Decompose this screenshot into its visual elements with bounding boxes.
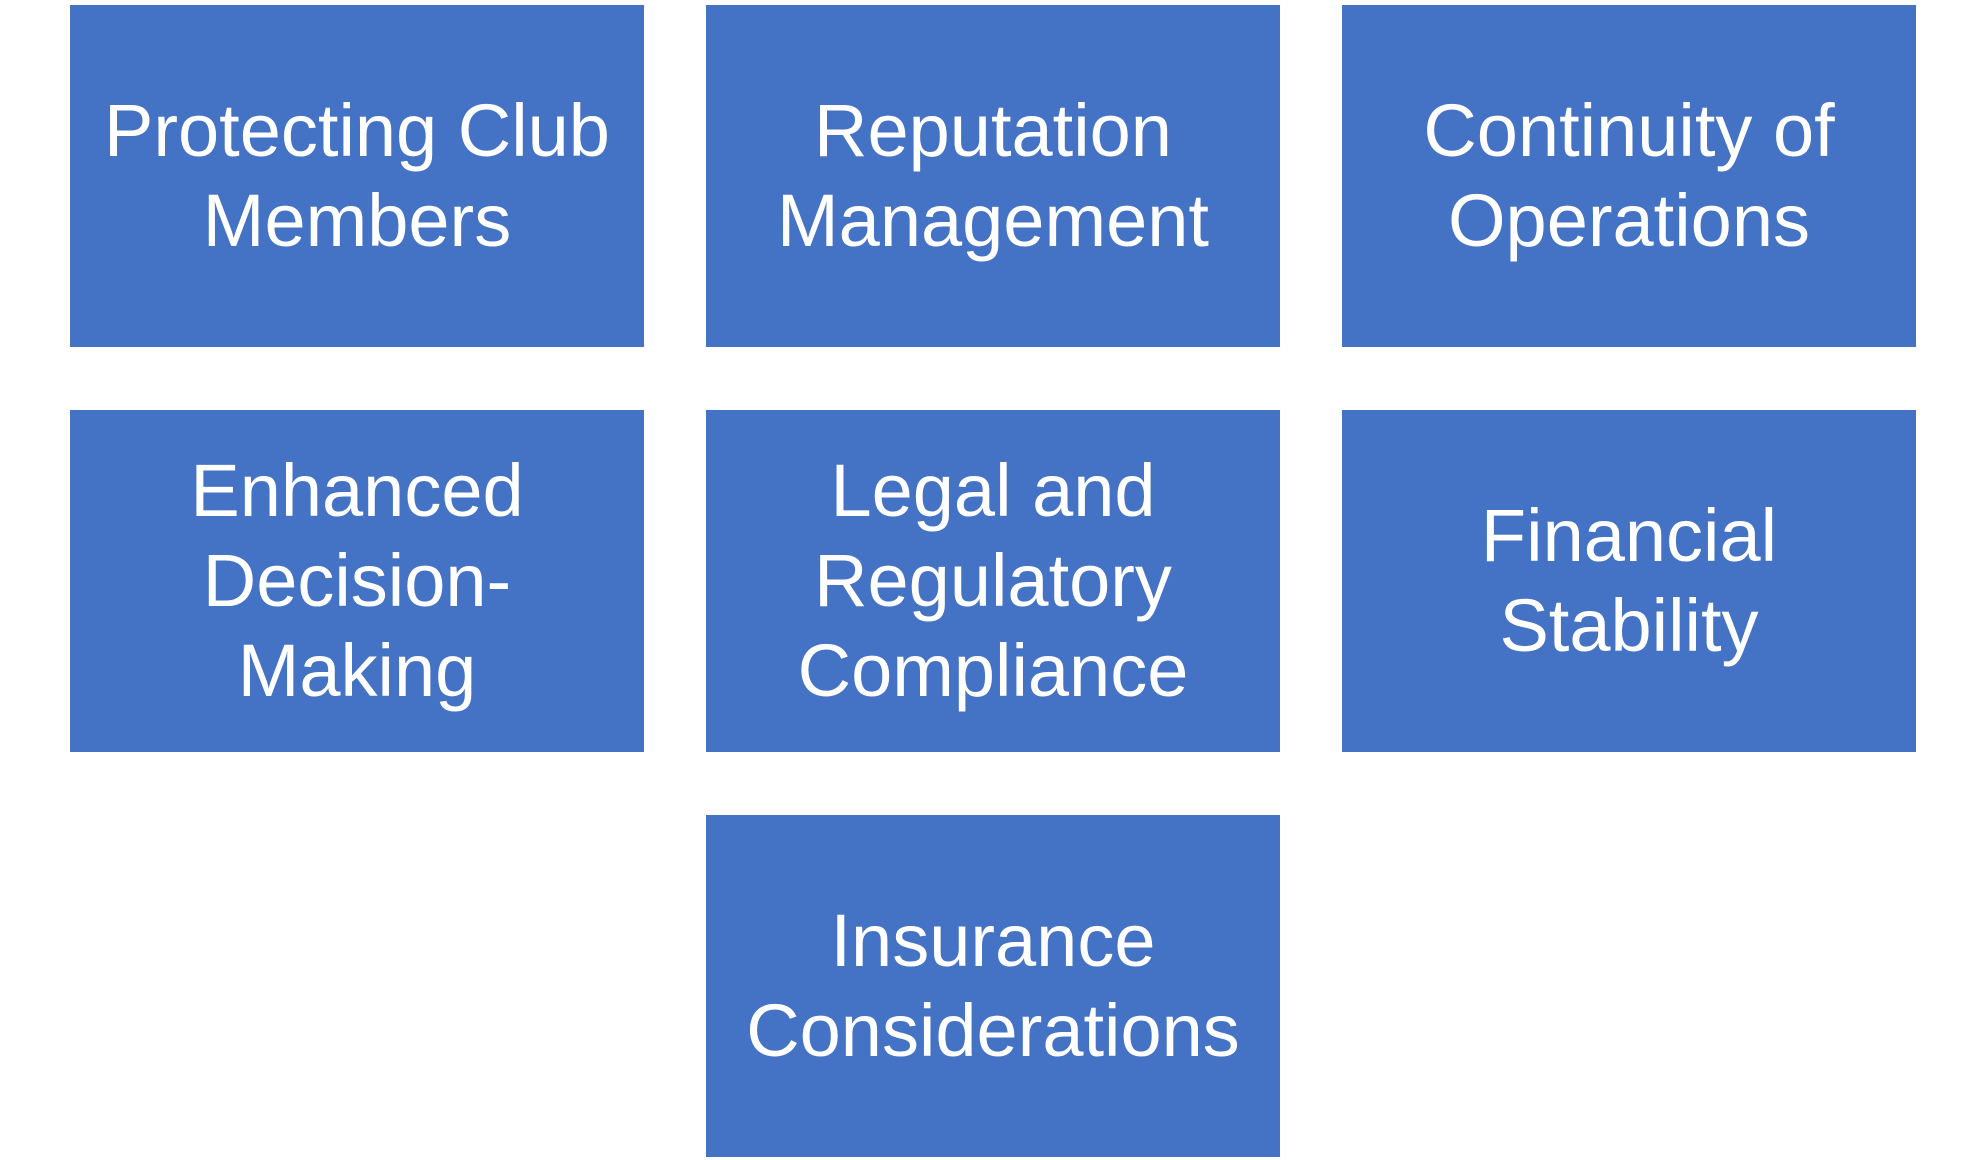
box-label: Financial Stability [1480, 494, 1778, 667]
box-label: Continuity of Operations [1423, 89, 1835, 262]
box-label: Insurance Considerations [746, 899, 1240, 1072]
box-label: Legal and Regulatory Compliance [797, 449, 1189, 712]
box-label: Protecting Club Members [104, 89, 610, 262]
box-reputation-management: Reputation Management [706, 5, 1280, 347]
box-continuity-of-operations: Continuity of Operations [1342, 5, 1916, 347]
box-financial-stability: Financial Stability [1342, 410, 1916, 752]
box-enhanced-decision-making: Enhanced Decision- Making [70, 410, 644, 752]
box-label: Enhanced Decision- Making [190, 449, 524, 712]
box-protecting-club-members: Protecting Club Members [70, 5, 644, 347]
box-label: Reputation Management [777, 89, 1209, 262]
box-insurance-considerations: Insurance Considerations [706, 815, 1280, 1157]
box-legal-and-regulatory-compliance: Legal and Regulatory Compliance [706, 410, 1280, 752]
